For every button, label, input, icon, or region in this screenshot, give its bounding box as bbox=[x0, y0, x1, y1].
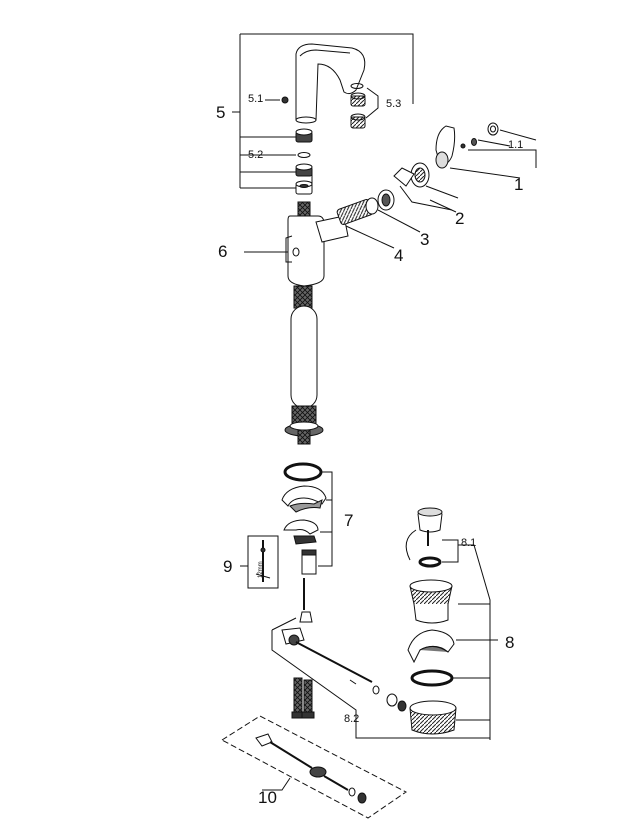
label-part-5-2: 5.2 bbox=[248, 149, 264, 161]
label-part-1-1: 1.1 bbox=[508, 139, 524, 151]
label-part-4: 4 bbox=[394, 246, 404, 265]
label-part-5: 5 bbox=[216, 103, 226, 122]
popup-rod-8-2 bbox=[271, 617, 490, 739]
label-part-2: 2 bbox=[455, 209, 465, 228]
label-part-9: 9 bbox=[223, 557, 233, 576]
label-part-6: 6 bbox=[218, 242, 228, 261]
lever-handle-1 bbox=[435, 122, 537, 179]
label-part-5-1: 5.1 bbox=[248, 93, 264, 105]
spout bbox=[295, 43, 366, 124]
set-screw-5-1 bbox=[281, 96, 289, 104]
label-part-3: 3 bbox=[420, 230, 430, 249]
label-part-8-1: 8.1 bbox=[461, 537, 477, 549]
label-part-8: 8 bbox=[505, 633, 515, 652]
aerator-5-3 bbox=[350, 83, 366, 129]
threaded-rod bbox=[299, 578, 313, 623]
label-part-7: 7 bbox=[344, 511, 354, 530]
tool-9 bbox=[240, 535, 279, 589]
mounting-set-7 bbox=[281, 462, 333, 575]
supply-hoses bbox=[291, 677, 315, 719]
label-part-5-3: 5.3 bbox=[386, 98, 402, 110]
tool-set-10 bbox=[221, 715, 407, 819]
cartridge-4 bbox=[336, 197, 395, 249]
seal-rings-5-2 bbox=[295, 128, 313, 195]
label-part-10: 10 bbox=[258, 788, 277, 807]
cartridge-cap-2 bbox=[393, 162, 459, 211]
label-part-1: 1 bbox=[514, 175, 524, 194]
cartridge-nut-3 bbox=[377, 189, 421, 233]
waste-set-8 bbox=[405, 507, 498, 740]
bracket-part-5 bbox=[232, 33, 414, 189]
label-part-8-2: 8.2 bbox=[344, 713, 360, 725]
label-tool-size: 12mm bbox=[258, 561, 264, 578]
faucet-body-6 bbox=[244, 201, 349, 445]
